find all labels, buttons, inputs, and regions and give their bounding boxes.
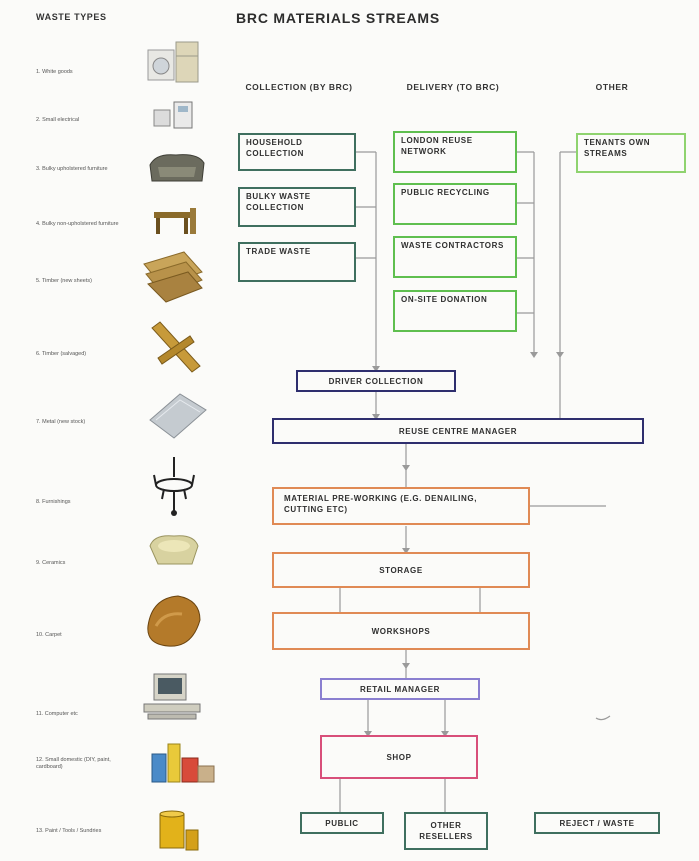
material-preworking-box: MATERIAL PRE-WORKING (E.G. DENAILING, CU… bbox=[272, 487, 530, 525]
other-resellers-box: OTHER RESELLERS bbox=[404, 812, 488, 850]
waste-type-label: 13. Paint / Tools / Sundries bbox=[36, 828, 102, 834]
column-heading-collection: COLLECTION (BY BRC) bbox=[245, 82, 353, 92]
waste-type-label: 6. Timber (salvaged) bbox=[36, 351, 87, 357]
waste-type-label: 4. Bulky non-upholstered furniture bbox=[36, 221, 119, 227]
wooden-furniture-icon bbox=[154, 208, 196, 234]
waste-types-heading: WASTE TYPES bbox=[36, 12, 107, 22]
upholstered-furniture-icon bbox=[149, 154, 205, 182]
timber-sheets-icon bbox=[143, 251, 203, 303]
waste-type-label: 8. Furnishings bbox=[36, 499, 71, 505]
tenants-own-streams-box: TENANTS OWN STREAMS bbox=[576, 133, 686, 173]
ceramic-sink-icon bbox=[149, 535, 199, 565]
waste-type-label: 5. Timber (new sheets) bbox=[36, 278, 92, 284]
storage-box: STORAGE bbox=[272, 552, 530, 588]
london-reuse-network-box: LONDON REUSE NETWORK bbox=[393, 131, 517, 173]
waste-type-label: 2. Small electrical bbox=[36, 117, 80, 123]
small-electrical-icon bbox=[153, 101, 193, 129]
waste-type-label: 11. Computer etc bbox=[36, 711, 78, 717]
column-heading-delivery: DELIVERY (TO BRC) bbox=[406, 82, 500, 92]
household-collection-box: HOUSEHOLD COLLECTION bbox=[238, 133, 356, 171]
waste-type-label: 7. Metal (new stock) bbox=[36, 419, 86, 425]
public-outlet-box: PUBLIC bbox=[300, 812, 384, 834]
waste-type-label: 10. Carpet bbox=[36, 632, 62, 638]
workshops-box: WORKSHOPS bbox=[272, 612, 530, 650]
driver-collection-box: DRIVER COLLECTION bbox=[296, 370, 456, 392]
waste-type-label: 12. Small domestic (DIY, paint, cardboar… bbox=[36, 757, 111, 770]
waste-type-label: 3. Bulky upholstered furniture bbox=[36, 166, 108, 172]
public-recycling-box: PUBLIC RECYCLING bbox=[393, 183, 517, 225]
domestic-items-icon bbox=[151, 743, 215, 783]
chandelier-icon bbox=[153, 457, 195, 516]
metal-sheet-icon bbox=[149, 393, 207, 439]
column-heading-other: OTHER bbox=[595, 82, 629, 92]
white-goods-icon bbox=[147, 41, 199, 83]
paint-can-icon bbox=[159, 810, 199, 851]
reuse-centre-manager-box: REUSE CENTRE MANAGER bbox=[272, 418, 644, 444]
waste-contractors-box: WASTE CONTRACTORS bbox=[393, 236, 517, 278]
computer-icon bbox=[143, 673, 201, 720]
waste-type-label: 1. White goods bbox=[36, 69, 73, 75]
salvaged-timber-icon bbox=[151, 321, 201, 373]
waste-type-label: 9. Ceramics bbox=[36, 560, 66, 566]
onsite-donation-box: ON-SITE DONATION bbox=[393, 290, 517, 332]
shop-box: SHOP bbox=[320, 735, 478, 779]
diagram-title: BRC MATERIALS STREAMS bbox=[236, 10, 440, 26]
carpet-icon bbox=[147, 595, 201, 647]
reject-waste-box: REJECT / WASTE bbox=[534, 812, 660, 834]
bulky-waste-collection-box: BULKY WASTE COLLECTION bbox=[238, 187, 356, 227]
trade-waste-box: TRADE WASTE bbox=[238, 242, 356, 282]
retail-manager-box: RETAIL MANAGER bbox=[320, 678, 480, 700]
